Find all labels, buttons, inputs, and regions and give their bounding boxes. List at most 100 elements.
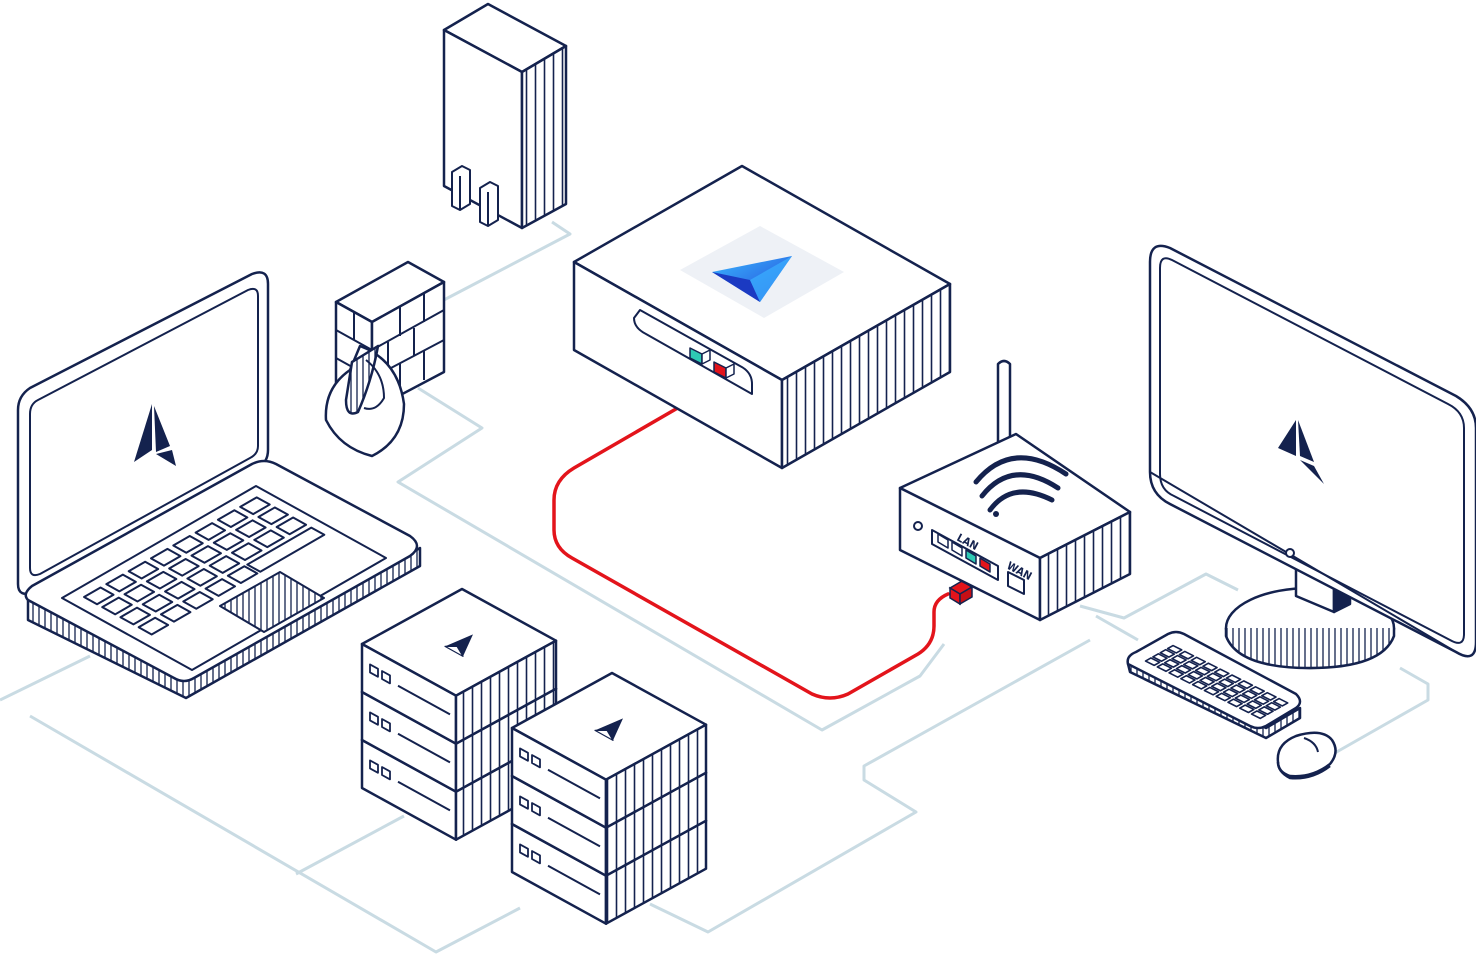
- laptop-key: [149, 547, 182, 567]
- monitor-logo-icon: [1278, 420, 1324, 484]
- laptop-key: [190, 545, 222, 564]
- keyboard-key: [1230, 684, 1246, 694]
- keyboard-key: [1202, 662, 1218, 672]
- server-led: [531, 802, 541, 817]
- server-led: [381, 670, 391, 685]
- keyboard-key: [1225, 674, 1242, 684]
- router-power-led: [913, 521, 923, 531]
- connector-tower-firewall: [439, 220, 572, 304]
- laptop: [16, 271, 422, 700]
- keyboard-key: [1250, 710, 1267, 720]
- laptop-key: [123, 583, 156, 603]
- server-led: [519, 795, 529, 810]
- keyboard-key: [1159, 648, 1176, 658]
- keyboard-key: [1168, 668, 1184, 678]
- laptop-key: [141, 593, 174, 613]
- laptop-key: [275, 516, 308, 536]
- monitor-power-button: [1285, 548, 1295, 558]
- keyboard-key: [1265, 701, 1282, 711]
- connector-firewall-hub: [396, 386, 946, 732]
- laptop-key: [164, 580, 196, 600]
- appliance-side: [780, 282, 952, 470]
- rack-server-unit: [510, 671, 708, 829]
- wifi-icon: [973, 455, 1069, 517]
- keyboard-key: [1171, 654, 1187, 664]
- firewall: [324, 260, 446, 458]
- laptop-key: [253, 529, 285, 549]
- keyboard-key: [1213, 668, 1230, 678]
- router-side: [1038, 510, 1132, 622]
- paper-plane-logo-icon: [712, 256, 792, 302]
- keyboard-key: [1144, 657, 1161, 667]
- keyboard-key: [1237, 680, 1254, 690]
- tower-server: [442, 2, 568, 230]
- laptop-key: [83, 586, 115, 606]
- laptop-key: [186, 568, 218, 587]
- laptop-key: [216, 509, 249, 528]
- laptop-keys: [83, 496, 326, 636]
- connector-monitor-mouse: [1325, 666, 1430, 760]
- laptop-key: [145, 570, 178, 590]
- server-led: [531, 850, 541, 865]
- server-led: [369, 711, 379, 726]
- keyboard-key: [1241, 690, 1258, 700]
- router-lan-ports: [937, 533, 991, 573]
- keyboard-key: [1178, 650, 1195, 660]
- laptop-key: [208, 555, 241, 574]
- keyboard: [1126, 630, 1302, 740]
- keyboard-key: [1191, 680, 1208, 690]
- appliance-logo-badge: [680, 226, 844, 318]
- tower-feet: [451, 165, 499, 227]
- rack-server-stacks: [360, 587, 708, 925]
- server-logo-icon: [444, 634, 473, 657]
- keyboard-key: [1183, 660, 1199, 670]
- network-appliance: [572, 164, 952, 470]
- laptop-key: [204, 578, 237, 597]
- monitor-bezel: [1149, 471, 1457, 653]
- rack-server-unit: [360, 587, 558, 745]
- network-connectors: [0, 220, 1430, 954]
- router-wan-port: [1007, 571, 1025, 595]
- router-lan-port-cabled: [979, 557, 991, 573]
- laptop-key: [119, 606, 151, 626]
- laptop-spacebar: [246, 526, 326, 573]
- keyboard-key: [1187, 670, 1204, 680]
- keyboard-key: [1166, 644, 1183, 654]
- server-led: [369, 759, 379, 774]
- keyboard-key: [1246, 700, 1263, 710]
- wifi-router: LAN WAN: [898, 359, 1132, 622]
- server-led: [519, 747, 529, 762]
- keyboard-key: [1222, 688, 1239, 698]
- laptop-key: [182, 591, 214, 610]
- tower-side: [520, 44, 568, 230]
- keyboard-key: [1227, 698, 1243, 708]
- laptop-key: [257, 506, 289, 526]
- keyboard-key: [1258, 706, 1274, 716]
- laptop-key: [230, 542, 263, 561]
- server-led: [531, 754, 541, 769]
- server-logo-icon: [594, 718, 623, 741]
- laptop-trackpad: [219, 571, 325, 633]
- rack-stack-right: [510, 671, 708, 925]
- mouse: [1276, 731, 1337, 780]
- keyboard-key: [1190, 656, 1207, 666]
- keyboard-key: [1163, 658, 1180, 668]
- appliance-ports: [689, 347, 735, 379]
- keyboard-key: [1206, 672, 1223, 682]
- laptop-key: [235, 519, 267, 539]
- laptop-key: [194, 522, 227, 541]
- router-antenna: [996, 359, 1012, 448]
- server-led: [519, 843, 529, 858]
- server-led: [369, 663, 379, 678]
- keyboard-key: [1218, 678, 1235, 688]
- keyboard-key: [1272, 697, 1289, 707]
- keyboard-key: [1261, 691, 1277, 701]
- server-led: [381, 718, 391, 733]
- connector-laptop-left: [0, 654, 91, 702]
- laptop-key: [239, 496, 271, 516]
- keyboard-key: [1210, 682, 1227, 692]
- laptop-key: [127, 560, 160, 580]
- laptop-key: [226, 565, 259, 584]
- laptop-key: [172, 535, 204, 554]
